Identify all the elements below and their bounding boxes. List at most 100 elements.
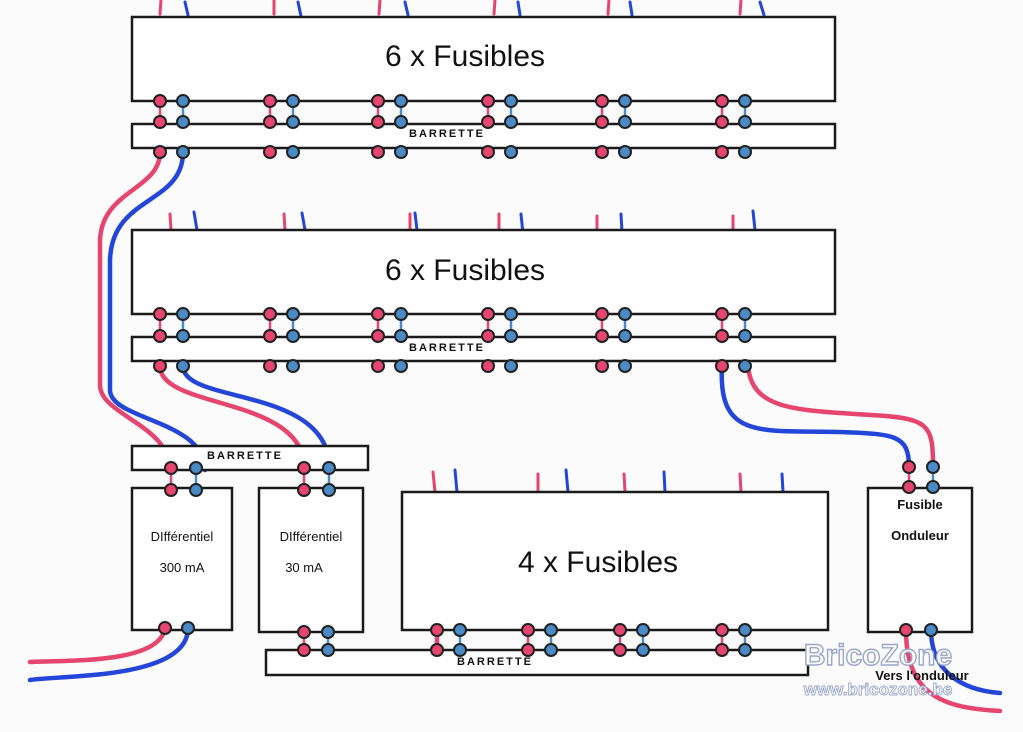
terminal-red	[715, 115, 729, 129]
terminal-blue	[394, 359, 408, 373]
differential-300-label: DIfférentiel	[151, 529, 214, 544]
wires	[27, 149, 1003, 714]
barrette-middle-label: BARRETTE	[409, 342, 485, 354]
wire-blue-onduleur-out	[928, 627, 1003, 696]
terminal-blue	[394, 329, 408, 343]
terminal-red	[263, 329, 277, 343]
terminal-blue	[504, 94, 518, 108]
panel-top: 6 x Fusibles BARRETTE	[130, 15, 837, 150]
terminal-red	[371, 115, 385, 129]
terminal-blue	[394, 94, 408, 108]
terminal-red	[715, 94, 729, 108]
terminal-blue	[504, 329, 518, 343]
terminal-blue	[176, 115, 190, 129]
terminal-blue	[636, 643, 650, 657]
differential-300-box	[130, 486, 234, 632]
wire-blue-mid-to-fusible	[719, 363, 912, 470]
differential-30-box	[257, 486, 365, 634]
terminal-red	[595, 94, 609, 108]
terminal-red	[263, 359, 277, 373]
terminal-red	[715, 643, 729, 657]
terminal-blue	[286, 115, 300, 129]
terminal-red	[613, 643, 627, 657]
terminal-blue	[618, 145, 632, 159]
fuse-box-top	[130, 15, 837, 103]
terminal-red	[297, 483, 311, 497]
terminal-red	[371, 329, 385, 343]
panel-bottom: 4 x Fusibles BARRETTE	[264, 490, 830, 677]
terminal-blue	[738, 145, 752, 159]
wire-blue-top-to-diff1	[107, 149, 208, 473]
watermark-url: www.bricozone.be	[803, 680, 953, 699]
terminal-blue	[738, 623, 752, 637]
differential-30-rating: 30 mA	[285, 560, 323, 575]
terminal-blue	[453, 643, 467, 657]
terminal-red	[595, 359, 609, 373]
terminal-blue	[286, 359, 300, 373]
terminal-blue	[321, 643, 335, 657]
terminal-red	[297, 625, 311, 639]
terminal-red	[153, 145, 167, 159]
terminal-blue	[189, 461, 203, 475]
terminal-blue	[926, 460, 940, 474]
barrette-top	[130, 122, 837, 150]
terminal-blue	[738, 307, 752, 321]
terminal-blue	[394, 307, 408, 321]
terminal-red	[371, 307, 385, 321]
terminal-red	[521, 623, 535, 637]
differential-30: DIfférentiel 30 mA	[257, 486, 365, 634]
terminal-blue	[738, 94, 752, 108]
terminal-blue	[394, 145, 408, 159]
terminal-red	[297, 643, 311, 657]
terminal-red	[158, 621, 172, 635]
fuse-box-middle	[130, 228, 837, 316]
barrette-top-label: BARRETTE	[409, 128, 485, 140]
terminal-red	[715, 307, 729, 321]
terminal-red	[371, 359, 385, 373]
terminal-blue	[176, 145, 190, 159]
terminal-blue	[636, 623, 650, 637]
fusible-onduleur: Fusible Onduleur	[866, 486, 974, 634]
panel-diff-barrette: BARRETTE	[130, 444, 370, 472]
terminal-blue	[544, 623, 558, 637]
terminal-red	[481, 359, 495, 373]
terminal-blue	[504, 145, 518, 159]
terminal-blue	[176, 94, 190, 108]
wire-blue-diff1-out	[27, 625, 191, 683]
terminal-blue	[176, 329, 190, 343]
terminal-blue	[322, 483, 336, 497]
terminal-blue	[504, 359, 518, 373]
terminal-blue	[618, 307, 632, 321]
fusible-onduleur-box	[866, 486, 974, 634]
terminal-blue	[738, 643, 752, 657]
terminal-red	[371, 145, 385, 159]
fusible-label: Fusible	[897, 497, 943, 512]
terminal-blue	[321, 625, 335, 639]
terminal-red	[481, 329, 495, 343]
terminal-red	[164, 483, 178, 497]
terminal-blue	[286, 145, 300, 159]
terminal-red	[263, 307, 277, 321]
wire-red-top-to-diff1	[97, 149, 173, 473]
terminal-blue	[322, 461, 336, 475]
terminal-blue	[618, 329, 632, 343]
terminal-red	[430, 643, 444, 657]
terminal-blue	[504, 115, 518, 129]
wire-red-mid-to-fusible	[745, 363, 936, 470]
terminal-blue	[286, 329, 300, 343]
terminal-blue	[504, 307, 518, 321]
differential-300: DIfférentiel 300 mA	[130, 486, 234, 632]
watermark-brand: BricoZone	[804, 639, 952, 672]
terminal-red	[595, 329, 609, 343]
terminal-blue	[544, 643, 558, 657]
terminal-red	[613, 623, 627, 637]
terminal-blue	[924, 623, 938, 637]
barrette-diff-label: BARRETTE	[207, 450, 283, 462]
terminal-red	[481, 145, 495, 159]
terminal-blue	[618, 115, 632, 129]
terminal-red	[153, 307, 167, 321]
terminal-blue	[618, 94, 632, 108]
terminal-red	[297, 461, 311, 475]
terminal-blue	[286, 94, 300, 108]
